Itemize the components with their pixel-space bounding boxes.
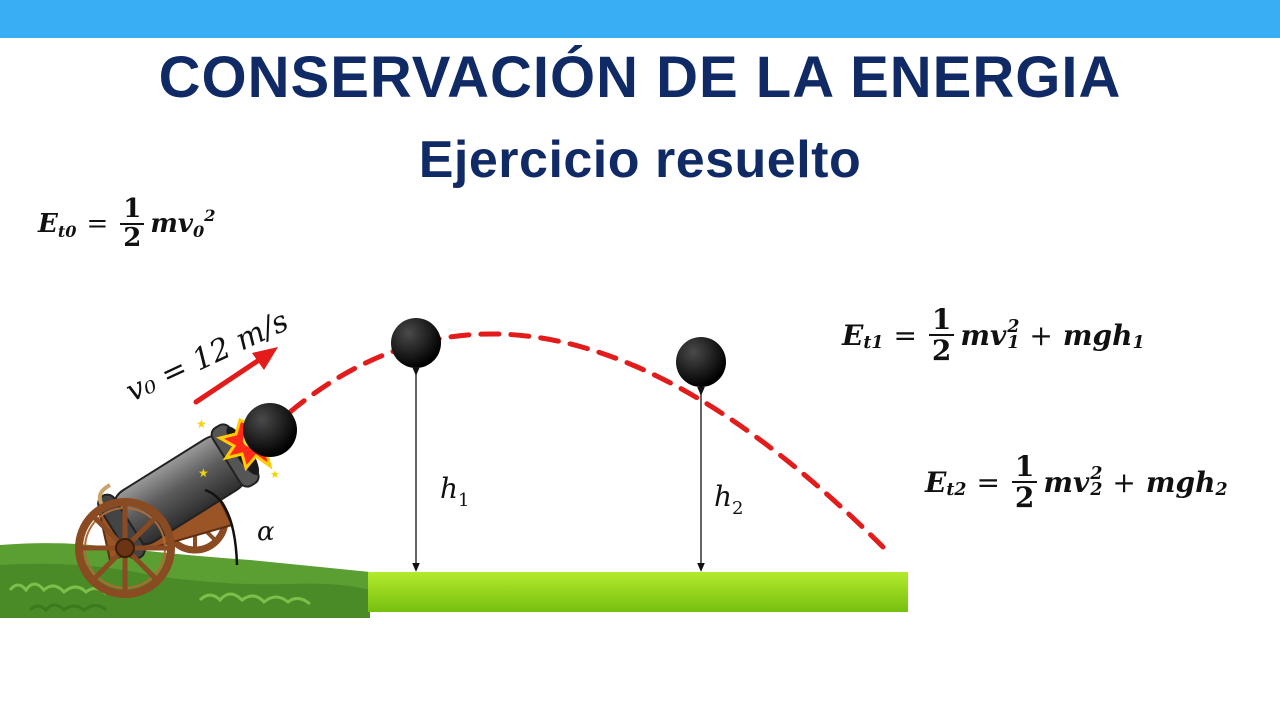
cannonball-launch [243, 403, 297, 457]
page-title: CONSERVACIÓN DE LA ENERGIA [158, 45, 1122, 110]
svg-text:★: ★ [270, 468, 280, 481]
svg-text:★: ★ [198, 466, 209, 480]
cannonball-position-1 [391, 318, 441, 368]
ground-bar [368, 572, 908, 612]
grass-hill [0, 543, 370, 618]
h2-label: h2 [714, 480, 744, 519]
velocity-arrow [193, 347, 278, 405]
cannonball-position-2 [676, 337, 726, 387]
svg-text:★: ★ [196, 417, 207, 431]
top-bar [0, 0, 1280, 38]
page-subtitle: Ejercicio resuelto [418, 131, 862, 189]
trajectory-path [287, 331, 886, 550]
angle-label: α [257, 517, 275, 547]
h1-label: h1 [440, 472, 470, 511]
